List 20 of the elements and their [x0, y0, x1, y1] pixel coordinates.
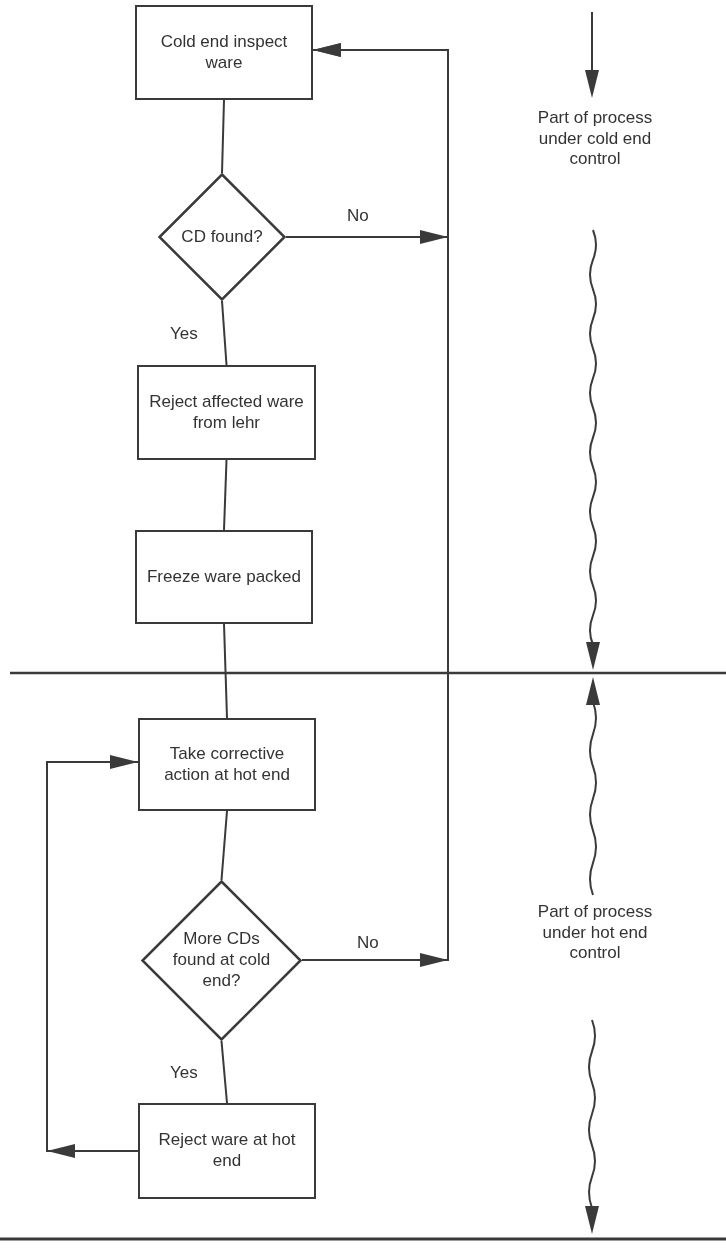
process-box [137, 365, 316, 460]
process-text: Reject ware at hot end [157, 1130, 297, 1172]
process-box [138, 718, 316, 811]
process-box [138, 1103, 316, 1199]
connector-line [220, 1040, 228, 1104]
decision-text: CD found? [181, 226, 263, 248]
connector-line [223, 459, 228, 531]
process-text: Cold end inspect ware [159, 31, 289, 74]
arrow [46, 755, 139, 1158]
connector-line [221, 99, 225, 174]
process-box [135, 5, 313, 100]
connector-line [221, 300, 228, 366]
process-box [135, 530, 313, 624]
process-text: Freeze ware packed [147, 566, 301, 588]
connector-line [220, 810, 228, 881]
arrow [301, 43, 449, 967]
process-text: Reject affected ware from lehr [148, 391, 305, 434]
process-text: Take corrective action at hot end [163, 743, 291, 786]
decision-text: More CDs found at cold end? [171, 929, 272, 992]
connector-line [223, 623, 228, 719]
